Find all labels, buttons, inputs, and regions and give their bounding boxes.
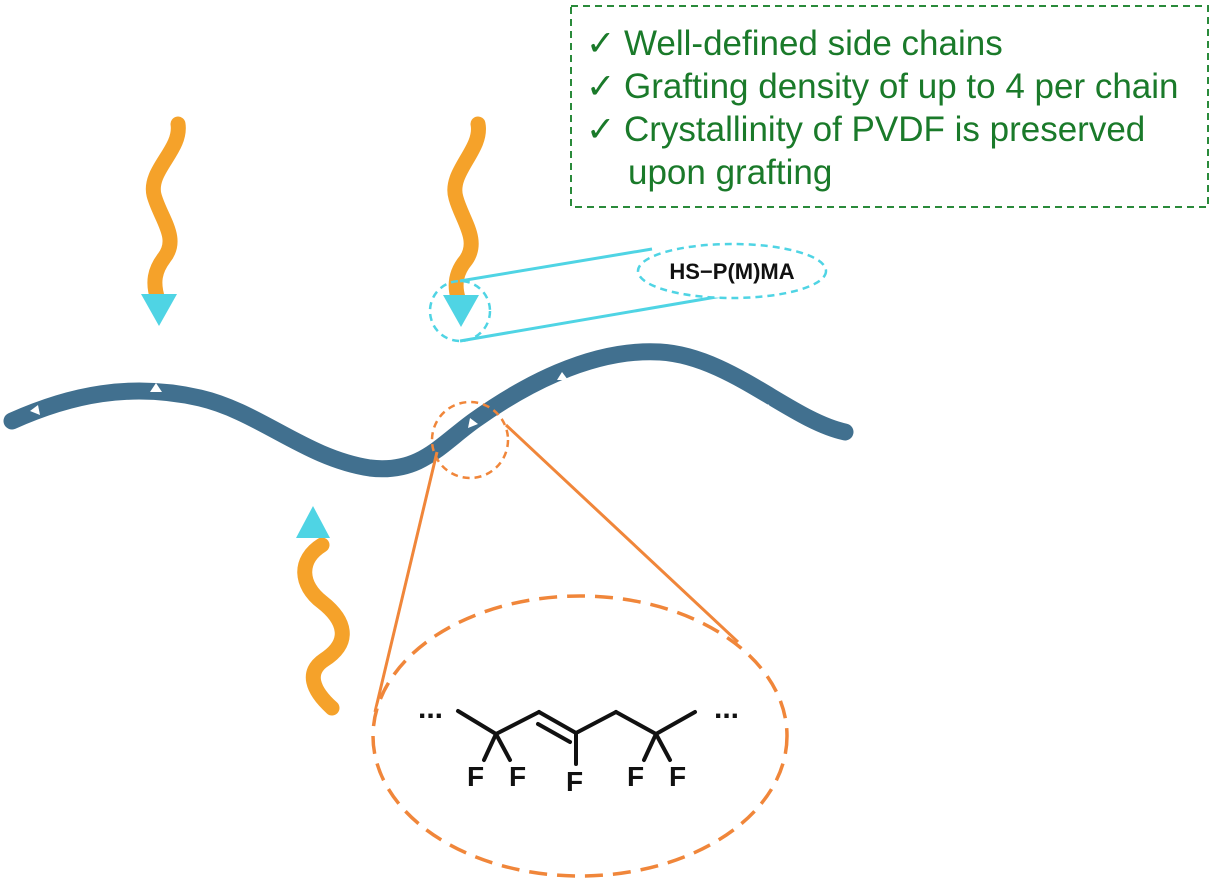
bond-cf-2	[494, 732, 512, 762]
end-group-highlight-circle	[428, 279, 492, 343]
polymer-label-ellipse	[636, 242, 828, 300]
backbone-defect-3	[244, 434, 254, 442]
feature-2-check: ✓	[586, 67, 615, 106]
feature-4-text: upon grafting	[628, 153, 832, 192]
defect-zoom	[371, 400, 789, 878]
polymer-label: HS−P(M)MA	[669, 259, 794, 284]
backbone-defect-6	[557, 372, 568, 380]
side-chain-left	[141, 116, 186, 326]
side-chain-right	[443, 116, 486, 327]
bond-cf-4	[642, 732, 658, 762]
bond-3-double	[536, 722, 572, 744]
features-box: ✓ Well-defined side chains ✓ Grafting de…	[570, 5, 1209, 208]
bond-4	[574, 710, 618, 735]
defect-highlight-circle	[430, 400, 510, 480]
bond-1	[456, 709, 498, 736]
zoom-line-left	[373, 451, 439, 713]
feature-1-check: ✓	[586, 24, 615, 63]
bond-6	[654, 710, 697, 736]
structure-dots-right: ...	[714, 692, 739, 725]
structure-ellipse	[371, 594, 789, 878]
side-chain-bottom	[296, 506, 350, 716]
zoom-line-right	[504, 423, 740, 644]
structure-dots-left: ...	[418, 692, 443, 725]
bond-2	[494, 710, 541, 736]
feature-3-text: Crystallinity of PVDF is preserved	[624, 110, 1145, 149]
features-box-border	[570, 5, 1209, 208]
end-group-triangle-bottom	[296, 506, 330, 538]
structure-bonds	[456, 709, 697, 766]
feature-3-check: ✓	[586, 110, 615, 149]
end-group-triangle-left	[141, 294, 177, 326]
fluorine-atom-1: F	[467, 761, 484, 792]
end-group-callout: HS−P(M)MA	[428, 242, 828, 343]
side-chain-right-coil	[447, 116, 486, 306]
fluorine-atom-5: F	[669, 761, 686, 792]
backbone-defect-7	[764, 404, 775, 413]
backbone-defect-5	[468, 418, 478, 428]
feature-2-text: Grafting density of up to 4 per chain	[624, 67, 1179, 106]
fluorine-atom-4: F	[627, 761, 644, 792]
pvdf-backbone	[3, 343, 854, 478]
fluorine-atom-2: F	[509, 761, 526, 792]
callout-line-upper	[459, 247, 653, 283]
backbone-defect-4	[309, 470, 320, 478]
bond-cf-1	[482, 732, 498, 762]
side-chain-bottom-coil	[297, 537, 350, 716]
chemical-structure: ... ... F F F F F	[418, 692, 739, 797]
fluorine-atom-3: F	[566, 766, 583, 797]
backbone-defect-2	[150, 383, 162, 392]
backbone-chain	[3, 343, 854, 478]
bond-3	[537, 710, 578, 735]
bond-cf-5	[654, 732, 672, 762]
feature-1-text: Well-defined side chains	[624, 24, 1003, 63]
end-group-triangle-right	[443, 295, 479, 327]
callout-line-lower	[459, 294, 723, 343]
side-chain-left-coil	[145, 116, 186, 308]
bond-5	[614, 710, 658, 736]
backbone-defect-1	[30, 405, 40, 415]
